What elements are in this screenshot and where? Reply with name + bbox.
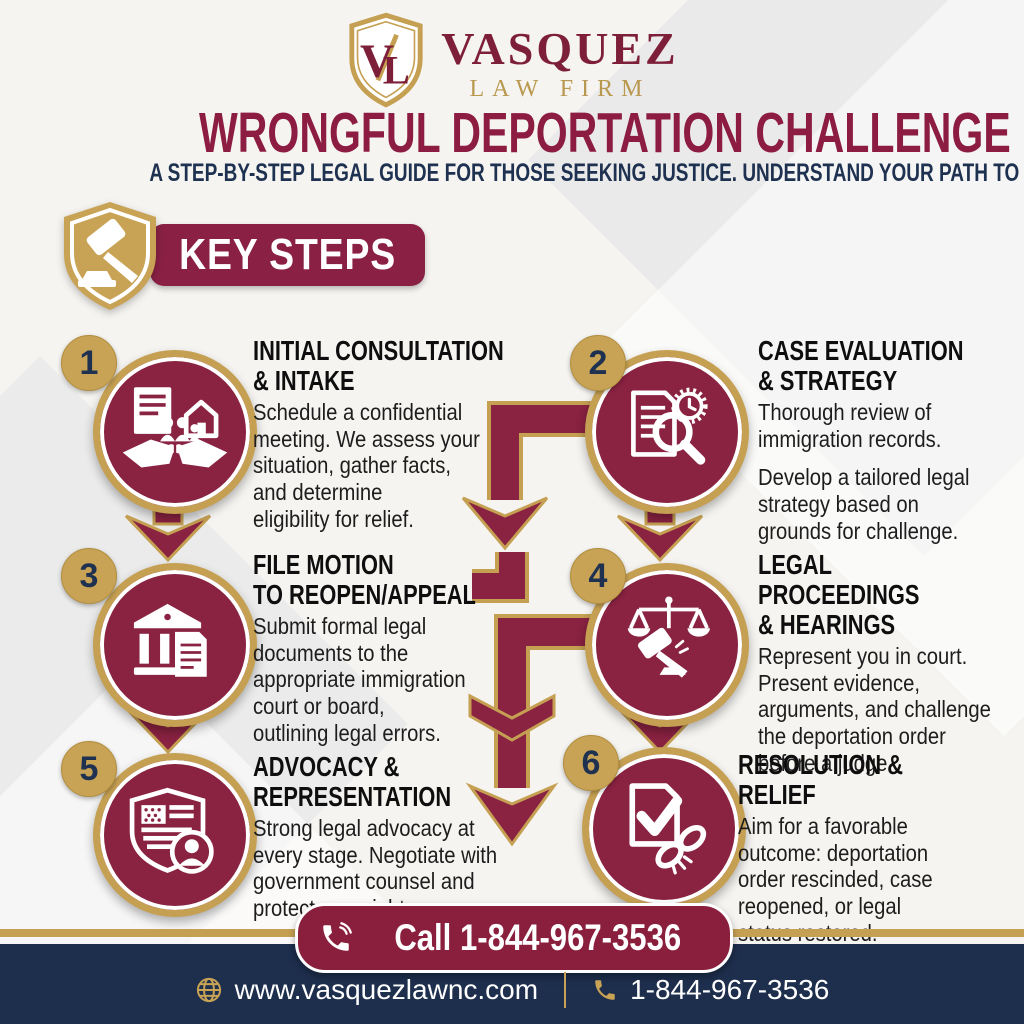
step-number-badge: 2 (570, 335, 626, 391)
scales-gavel-icon (627, 596, 710, 678)
phone-call-icon (323, 922, 353, 951)
step-title: FILE MOTION TO REOPEN/APPEAL (253, 549, 476, 610)
shield-gavel-icon (64, 202, 156, 310)
key-steps-label: KEY STEPS (179, 230, 396, 279)
step-5: ADVOCACY & REPRESENTATION Strong legal a… (253, 752, 530, 922)
svg-text:L: L (383, 48, 410, 93)
courthouse-document-icon (133, 603, 207, 677)
step-description: Aim for a favorable outcome: deportation… (738, 812, 933, 946)
step-title: LEGAL PROCEEDINGS & HEARINGS (758, 549, 920, 640)
footer-website: www.vasquezlawnc.com (234, 974, 539, 1005)
step-description: Submit formal legal documents to the app… (253, 612, 466, 746)
brand-logo: V L VASQUEZ LAW FIRM (0, 12, 1024, 108)
step-1-circle (93, 350, 257, 514)
step-6: RESOLUTION & RELIEF Aim for a favorable … (738, 750, 1024, 946)
step-number-badge: 5 (61, 741, 117, 797)
flag-shield-person-icon (129, 787, 214, 874)
step-number-badge: 4 (570, 548, 626, 604)
brand-name: VASQUEZ (441, 23, 679, 74)
key-steps-banner: KEY STEPS (150, 224, 425, 286)
step-5-circle (93, 753, 257, 917)
step-3-circle (93, 563, 257, 727)
footer-divider (564, 972, 567, 1008)
page-title: WRONGFUL DEPORTATION CHALLENGE PROCESS (199, 101, 1024, 165)
svg-text:V: V (360, 36, 394, 88)
handshake-family-home-icon (122, 387, 228, 468)
footer-website-link[interactable]: www.vasquezlawnc.com (195, 974, 538, 1006)
globe-icon (196, 977, 221, 1003)
step-title: CASE EVALUATION & STRATEGY (758, 335, 964, 396)
footer-phone-link[interactable]: 1-844-967-3536 (592, 974, 829, 1006)
logo-shield-icon: V L (349, 12, 423, 108)
document-magnifier-clock-icon (631, 387, 708, 465)
footer-content: www.vasquezlawnc.com 1-844-967-3536 (0, 962, 1024, 1018)
step-4-circle (585, 563, 749, 727)
step-description: Thorough review of immigration records. (758, 398, 942, 452)
step-title: INITIAL CONSULTATION & INTAKE (253, 335, 504, 396)
step-title: RESOLUTION & RELIEF (738, 749, 904, 810)
step-3: FILE MOTION TO REOPEN/APPEAL Submit form… (253, 550, 539, 746)
step-1: INITIAL CONSULTATION & INTAKE Schedule a… (253, 336, 574, 532)
footer-phone: 1-844-967-3536 (630, 974, 830, 1005)
call-button[interactable]: Call 1-844-967-3536 (295, 903, 733, 973)
page-subtitle: A STEP-BY-STEP LEGAL GUIDE FOR THOSE SEE… (149, 159, 1024, 187)
brand-wordmark: VASQUEZ LAW FIRM (441, 12, 678, 103)
step-description: Schedule a confidential meeting. We asse… (253, 398, 480, 532)
step-number-badge: 3 (61, 548, 117, 604)
document-check-broken-chain-icon (629, 783, 707, 875)
step-title: ADVOCACY & REPRESENTATION (253, 751, 452, 812)
brand-tagline: LAW FIRM (469, 76, 651, 102)
step-description: Represent you in court. Present evidence… (758, 642, 991, 776)
step-number-badge: 1 (61, 335, 117, 391)
step-description: Develop a tailored legal strategy based … (758, 464, 970, 544)
step-4: LEGAL PROCEEDINGS & HEARINGS Represent y… (758, 550, 1024, 776)
phone-icon (595, 980, 615, 1000)
step-number-badge: 6 (563, 735, 619, 791)
step-2: CASE EVALUATION & STRATEGY Thorough revi… (758, 336, 1021, 544)
call-button-label: Call 1-844-967-3536 (394, 917, 682, 958)
